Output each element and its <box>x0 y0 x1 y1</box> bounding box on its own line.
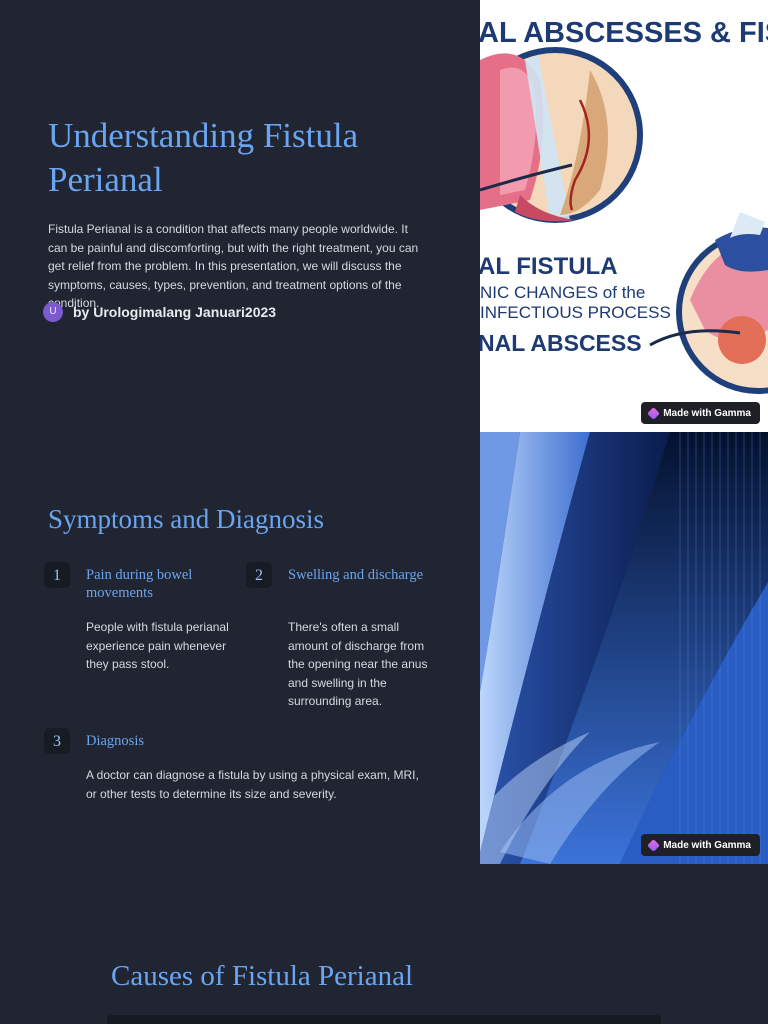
slide-title: Symptoms and Diagnosis <box>48 504 325 534</box>
illustration-heading-fistula: AL FISTULA <box>480 253 618 280</box>
abstract-blue-image: Made with Gamma <box>480 432 768 864</box>
abstract-waves-svg <box>480 432 768 864</box>
author-byline: U by Urologimalang Januari2023 <box>43 302 276 322</box>
step-text: A doctor can diagnose a fistula by using… <box>86 768 419 801</box>
content-card-edge <box>107 1015 661 1024</box>
slide-title: Understanding Fistula Perianal <box>48 116 359 199</box>
step-item: 1 Pain during bowel movements People wit… <box>44 562 234 682</box>
badge-label: Made with Gamma <box>663 407 751 419</box>
step-text: There's often a small amount of discharg… <box>288 620 428 709</box>
slide-symptoms-diagnosis: Symptoms and Diagnosis 1 Pain during bow… <box>0 432 768 864</box>
slide-title: Causes of Fistula Perianal <box>111 960 414 992</box>
step-item: 3 Diagnosis A doctor can diagnose a fist… <box>44 728 444 818</box>
avatar: U <box>43 302 63 322</box>
step-title: Diagnosis <box>86 733 144 749</box>
medical-illustration: AL ABSCESSES & FIS AL FISTULA NIC CHANGE… <box>480 0 768 432</box>
step-title: Pain during bowel movements <box>86 567 193 601</box>
step-number: 2 <box>246 562 272 588</box>
made-with-gamma-badge[interactable]: Made with Gamma <box>641 402 760 424</box>
made-with-gamma-badge[interactable]: Made with Gamma <box>641 834 760 856</box>
badge-label: Made with Gamma <box>663 839 751 851</box>
illustration-heading-abscess: NAL ABSCESS <box>480 330 642 356</box>
step-number: 3 <box>44 728 70 754</box>
slide-introduction: Understanding Fistula Perianal Fistula P… <box>0 0 768 432</box>
illustration-heading-top: AL ABSCESSES & FIS <box>480 17 768 49</box>
illustration-line-infectious: INFECTIOUS PROCESS <box>480 303 671 322</box>
step-number: 1 <box>44 562 70 588</box>
slide-body-text: Fistula Perianal is a condition that aff… <box>48 222 419 311</box>
gamma-logo-icon <box>647 838 661 852</box>
step-item: 2 Swelling and discharge There's often a… <box>246 562 446 712</box>
slide-causes: Causes of Fistula Perianal <box>0 864 768 1024</box>
step-text: People with fistula perianal experience … <box>86 620 229 672</box>
illustration-line-chronic: NIC CHANGES of the <box>480 283 645 302</box>
step-title: Swelling and discharge <box>288 567 424 583</box>
gamma-logo-icon <box>647 406 661 420</box>
author-name: by Urologimalang Januari2023 <box>73 304 277 320</box>
anatomy-illustration-svg: AL ABSCESSES & FIS AL FISTULA NIC CHANGE… <box>480 0 768 432</box>
